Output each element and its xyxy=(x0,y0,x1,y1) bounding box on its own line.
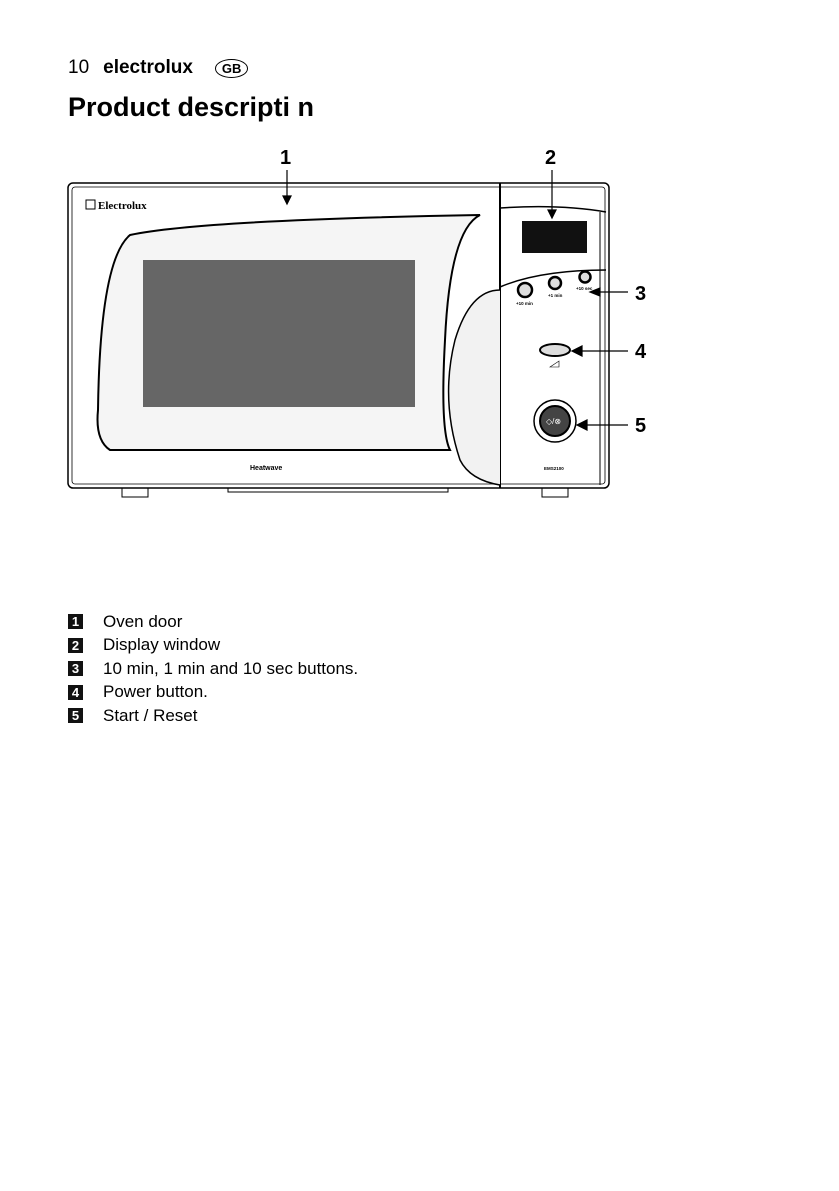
callout-1: 1 xyxy=(280,147,291,169)
callout-2: 2 xyxy=(545,147,556,169)
door-window xyxy=(143,260,415,407)
callout-arrows xyxy=(282,170,628,431)
legend-text: Power button. xyxy=(103,682,208,702)
callout-5: 5 xyxy=(635,415,646,437)
legend-number: 4 xyxy=(68,684,83,700)
legend-number: 5 xyxy=(68,708,83,724)
plus-10-min-button[interactable] xyxy=(516,281,534,299)
callout-4: 4 xyxy=(635,341,647,363)
parts-legend: 1 Oven door 2 Display window 3 10 min, 1 mi… xyxy=(68,610,358,728)
model-code: EMS2100 xyxy=(544,466,564,471)
page-header: 10 electrolux GB xyxy=(68,57,249,79)
legend-item: 1 Oven door xyxy=(68,610,358,634)
button-label: +10 sec xyxy=(576,286,593,291)
legend-text: Start / Reset xyxy=(103,705,198,725)
button-label: +1 min xyxy=(548,293,563,298)
button-label: +10 min xyxy=(516,301,533,306)
legend-number: 1 xyxy=(68,614,83,630)
plus-10-sec-button[interactable] xyxy=(578,270,592,284)
display-window xyxy=(522,221,587,253)
microwave-diagram: 1 2 3 4 5 Electrolux Heatwave +10 min xyxy=(67,147,647,498)
legend-text: Oven door xyxy=(103,611,183,631)
brand-name: electrolux xyxy=(103,57,193,78)
power-button[interactable] xyxy=(539,343,571,357)
door-logo: Electrolux xyxy=(98,200,147,212)
power-icon xyxy=(549,360,560,368)
door-handle xyxy=(447,289,501,486)
model-name: Heatwave xyxy=(250,465,282,472)
legend-number: 2 xyxy=(68,637,83,653)
legend-text: Display window xyxy=(103,635,221,655)
callout-3: 3 xyxy=(635,283,646,305)
legend-item: 3 10 min, 1 min and 10 sec buttons. xyxy=(68,657,358,681)
start-reset-icon: ◇/⊗ xyxy=(546,417,561,426)
legend-number: 3 xyxy=(68,661,83,677)
legend-text: 10 min, 1 min and 10 sec buttons. xyxy=(103,658,359,678)
country-badge: GB xyxy=(214,58,249,78)
page-number: 10 xyxy=(68,57,90,78)
legend-item: 2 Display window xyxy=(68,634,358,658)
legend-item: 5 Start / Reset xyxy=(68,704,358,728)
start-reset-button[interactable] xyxy=(539,405,571,437)
plus-1-min-button[interactable] xyxy=(547,275,563,291)
legend-item: 4 Power button. xyxy=(68,681,358,705)
page-title: Product descripti n xyxy=(68,92,315,122)
